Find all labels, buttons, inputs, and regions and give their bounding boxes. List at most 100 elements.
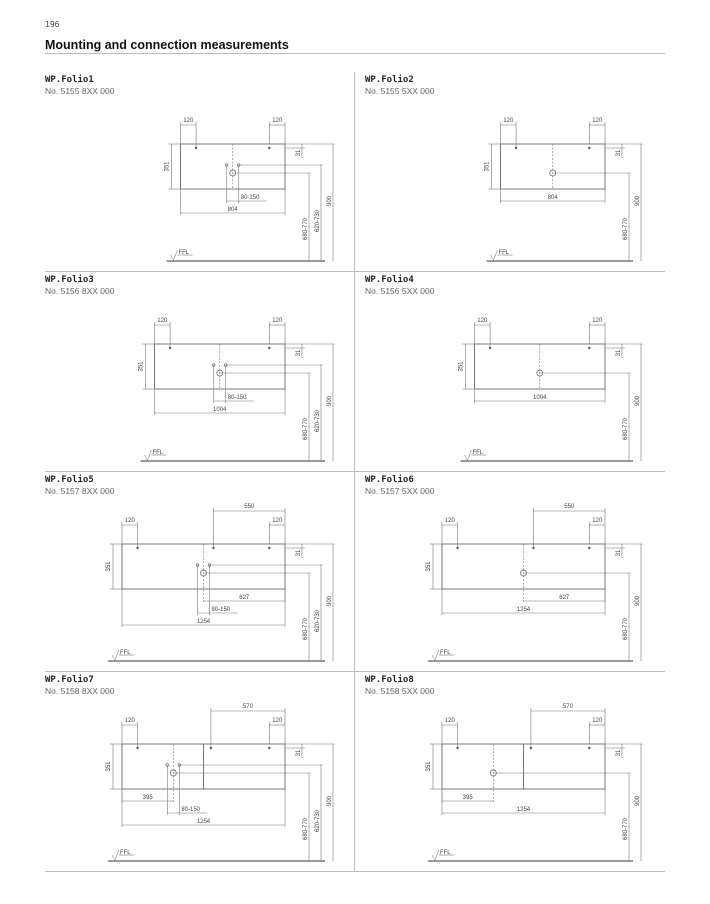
tap-hole-icon: [268, 346, 271, 350]
panel-title: WP.Folio6: [365, 475, 414, 485]
tap-hole-icon: [268, 146, 271, 150]
dimension-label: 627: [559, 595, 570, 601]
dimension-label: 120: [272, 118, 283, 124]
page-number: 196: [45, 20, 60, 29]
dimension-label: 31: [296, 749, 302, 756]
panel-title: WP.Folio1: [45, 75, 94, 85]
dimension-label: 900: [635, 195, 641, 206]
dimension-label: 1004: [213, 407, 227, 413]
dimension-label: 680-770: [303, 217, 309, 240]
dimension-label: 351: [426, 561, 432, 572]
dimension-label: 680-770: [623, 617, 629, 640]
dimension-label: 900: [635, 595, 641, 606]
dimension-label: 31: [616, 349, 622, 356]
dimension-label: 120: [503, 118, 514, 124]
panel-article-number: No. 5156 5XX 000: [365, 286, 435, 296]
panel-article-number: No. 5156 8XX 000: [45, 286, 115, 296]
floor-level-icon: [170, 249, 178, 261]
floor-label: FFL: [498, 250, 509, 256]
dimension-label: 900: [635, 395, 641, 406]
dimension-label: 550: [564, 504, 575, 510]
panel-title: WP.Folio2: [365, 75, 414, 85]
dimension-label: 351: [458, 361, 464, 372]
tap-hole-icon: [268, 746, 271, 750]
dimension-label: 80-150: [181, 807, 200, 813]
floor-level-icon: [464, 449, 472, 461]
floor-label: FFL: [440, 850, 451, 856]
dimension-label: 804: [228, 207, 239, 213]
dimension-label: 395: [463, 795, 474, 801]
dimension-label: 120: [157, 318, 168, 324]
tap-hole-icon: [268, 546, 271, 550]
dimension-label: 31: [616, 149, 622, 156]
dimension-label: 120: [183, 118, 194, 124]
dimension-label: 900: [635, 795, 641, 806]
panel-title: WP.Folio3: [45, 275, 94, 285]
panel-title: WP.Folio5: [45, 475, 94, 485]
floor-level-icon: [144, 449, 152, 461]
dimension-label: 31: [296, 149, 302, 156]
dimension-label: 620-730: [315, 209, 321, 232]
dimension-label: 120: [272, 718, 283, 724]
tap-hole-icon: [588, 746, 591, 750]
dimension-label: 620-730: [315, 809, 321, 832]
dimension-label: 120: [125, 718, 136, 724]
dimension-label: 351: [138, 361, 144, 372]
dimension-label: 31: [296, 349, 302, 356]
dimension-label: 620-730: [315, 609, 321, 632]
dimension-label: 120: [272, 318, 283, 324]
dimension-label: 900: [327, 195, 333, 206]
floor-label: FFL: [120, 650, 131, 656]
floor-label: FFL: [178, 250, 189, 256]
dimension-label: 900: [327, 395, 333, 406]
dimension-label: 680-770: [303, 617, 309, 640]
dimension-label: 351: [164, 161, 170, 172]
dimension-label: 620-730: [315, 409, 321, 432]
dimension-label: 120: [592, 518, 603, 524]
dimension-label: 570: [243, 704, 254, 710]
panel-article-number: No. 5157 5XX 000: [365, 486, 435, 496]
dimension-label: 351: [426, 761, 432, 772]
dimension-label: 120: [592, 118, 603, 124]
floor-level-icon: [431, 649, 440, 661]
page-title: Mounting and connection measurements: [45, 38, 289, 52]
dimension-label: 570: [563, 704, 574, 710]
dimension-label: 31: [616, 749, 622, 756]
tap-hole-icon: [588, 146, 591, 150]
panel-title: WP.Folio7: [45, 675, 94, 685]
tap-hole-icon: [194, 146, 198, 150]
title-divider: [45, 53, 665, 54]
dimension-label: 80-150: [241, 195, 260, 201]
panel-article-number: No. 5155 8XX 000: [45, 86, 115, 96]
dimension-label: 120: [592, 718, 603, 724]
panel-article-number: No. 5157 8XX 000: [45, 486, 115, 496]
dimension-label: 1254: [517, 607, 531, 613]
dimension-label: 395: [143, 795, 154, 801]
dimension-label: 680-770: [303, 417, 309, 440]
floor-label: FFL: [440, 650, 451, 656]
dimension-label: 900: [327, 595, 333, 606]
tap-hole-icon: [514, 146, 518, 150]
dimension-label: 120: [272, 518, 283, 524]
floor-level-icon: [111, 849, 120, 861]
dimension-label: 80-150: [211, 607, 230, 613]
dimension-label: 120: [445, 518, 456, 524]
dimension-label: 351: [106, 761, 112, 772]
floor-label: FFL: [152, 450, 163, 456]
dimension-label: 351: [106, 561, 112, 572]
dimension-label: 31: [296, 549, 302, 556]
dimension-label: 120: [445, 718, 456, 724]
